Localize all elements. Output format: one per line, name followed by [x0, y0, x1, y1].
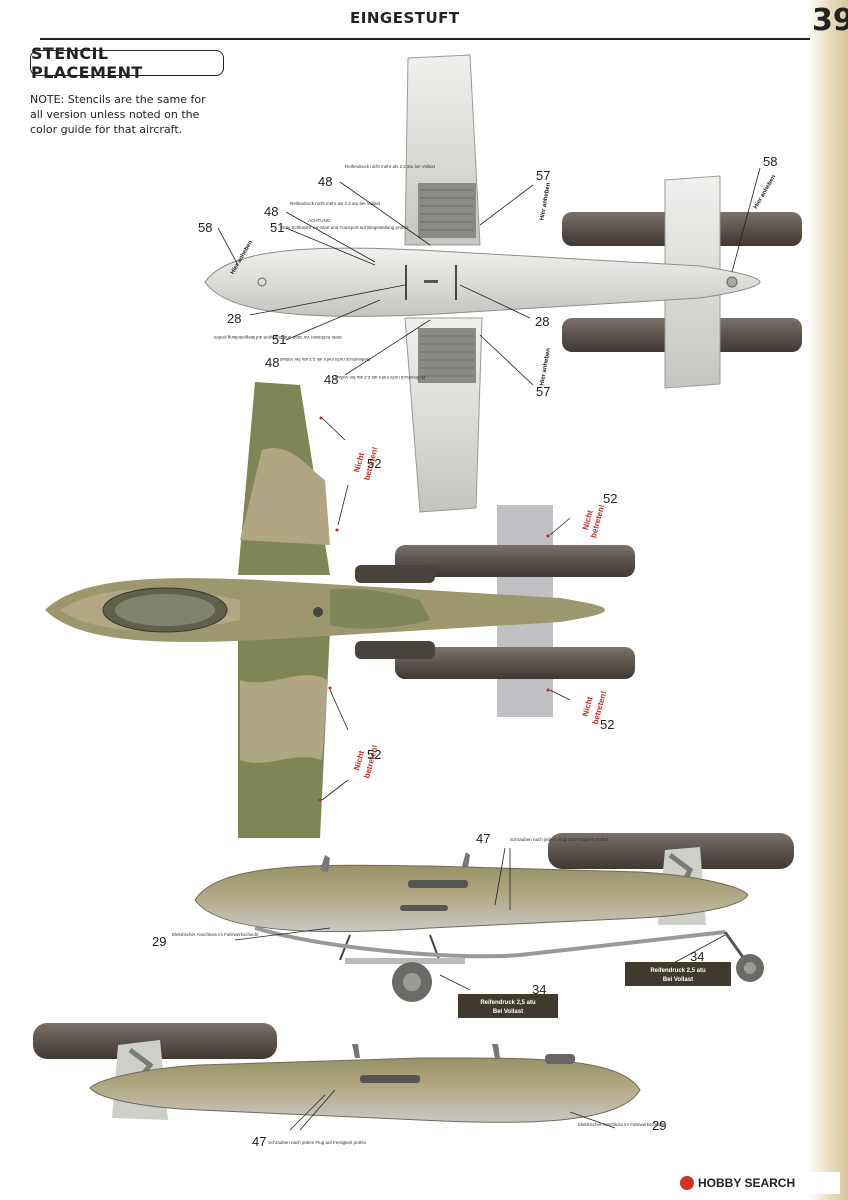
callout-52-b: 52 [603, 491, 617, 506]
callout-48-top-b: 48 [264, 204, 278, 219]
stencil-47-left: Schrauben nach jedem Flug auf Festigkeit… [268, 1140, 367, 1145]
callout-28-left: 28 [227, 311, 241, 326]
callout-48-bottom-b: 48 [324, 372, 338, 387]
stencil-48-top-b: Reifendruck nicht mehr als 2,2 atu bei V… [290, 201, 381, 206]
hobby-search-logo-icon [680, 1176, 694, 1190]
underside-view: Reifendruck nicht mehr als 2,2 atu bei V… [198, 54, 802, 513]
stencil-34-right-2: Bei Vollast [663, 977, 693, 983]
callout-29-left: 29 [652, 1118, 666, 1133]
callout-47-right: 47 [476, 831, 490, 846]
watermark: HOBBY SEARCH [680, 1172, 840, 1194]
side-view-left: Schrauben nach jedem Flug auf Festigkeit… [33, 1023, 666, 1149]
stencil-47-right: Schrauben nach jedem Flug auf Festigkeit… [510, 837, 609, 842]
callout-34-right: 34 [690, 949, 704, 964]
stencil-48-bottom-b: Reifendruck nicht mehr als 2,2 atu bei V… [334, 375, 425, 380]
callout-29-right: 29 [152, 934, 166, 949]
tyre-pressure-label-right [625, 962, 731, 986]
stencil-51-top: Stets Schlüsser vor Start und Transport … [280, 225, 409, 230]
callout-58-nose: 58 [198, 220, 212, 235]
callout-57-bottom: 57 [536, 384, 550, 399]
callout-51-bottom: 51 [272, 332, 286, 347]
callout-47-left: 47 [252, 1134, 266, 1149]
page-number: 39 [812, 3, 848, 38]
stencil-51-title-top: ACHTUNG: [308, 218, 332, 223]
stencil-34-left-1: Reifendruck 2,5 atu [480, 1000, 536, 1006]
callout-34-left: 34 [532, 982, 546, 997]
stencil-51-bottom: Stets Schlüsser vor Start und Transport … [213, 335, 342, 340]
stencil-34-right-1: Reifendruck 2,5 atu [650, 968, 706, 974]
callout-28-right: 28 [535, 314, 549, 329]
stencil-29-left: Elektrischer Anschluss im Fahrwerkschach… [578, 1122, 665, 1127]
section-title: EINGESTUFT [350, 9, 460, 27]
callout-48-top: 48 [318, 174, 332, 189]
tyre-pressure-label-left [458, 994, 558, 1018]
stencil-hier-anheben-wing-bottom: Hier anheben [539, 347, 552, 386]
stencil-hier-anheben-wing-top: Hier anheben [539, 182, 552, 221]
callout-52-d: 52 [367, 747, 381, 762]
stencil-48-bottom: Reifendruck nicht mehr als 2,2 atu bei V… [279, 357, 370, 362]
callout-58-tail: 58 [763, 154, 777, 169]
stencil-48-top: Reifendruck nicht mehr als 2,2 atu bei V… [345, 164, 436, 169]
callout-48-bottom: 48 [265, 355, 279, 370]
top-view: Nicht betreten! Nicht betreten! Nicht be… [45, 382, 635, 838]
watermark-text: HOBBY SEARCH [698, 1176, 796, 1190]
side-view-right: Schrauben nach jedem Flug auf Festigkeit… [152, 831, 794, 1018]
stencil-note: NOTE: Stencils are the same for all vers… [30, 93, 206, 136]
stencil-34-left-2: Bei Vollast [493, 1009, 523, 1015]
header-rule [40, 38, 810, 40]
stencil-29-right: Elektrischer Anschluss im Fahrwerkschach… [172, 932, 259, 937]
callout-57-top: 57 [536, 168, 550, 183]
paper-stain [808, 0, 848, 1200]
callout-52-c: 52 [600, 717, 614, 732]
callout-52-a: 52 [367, 456, 381, 471]
callout-51-top: 51 [270, 220, 284, 235]
